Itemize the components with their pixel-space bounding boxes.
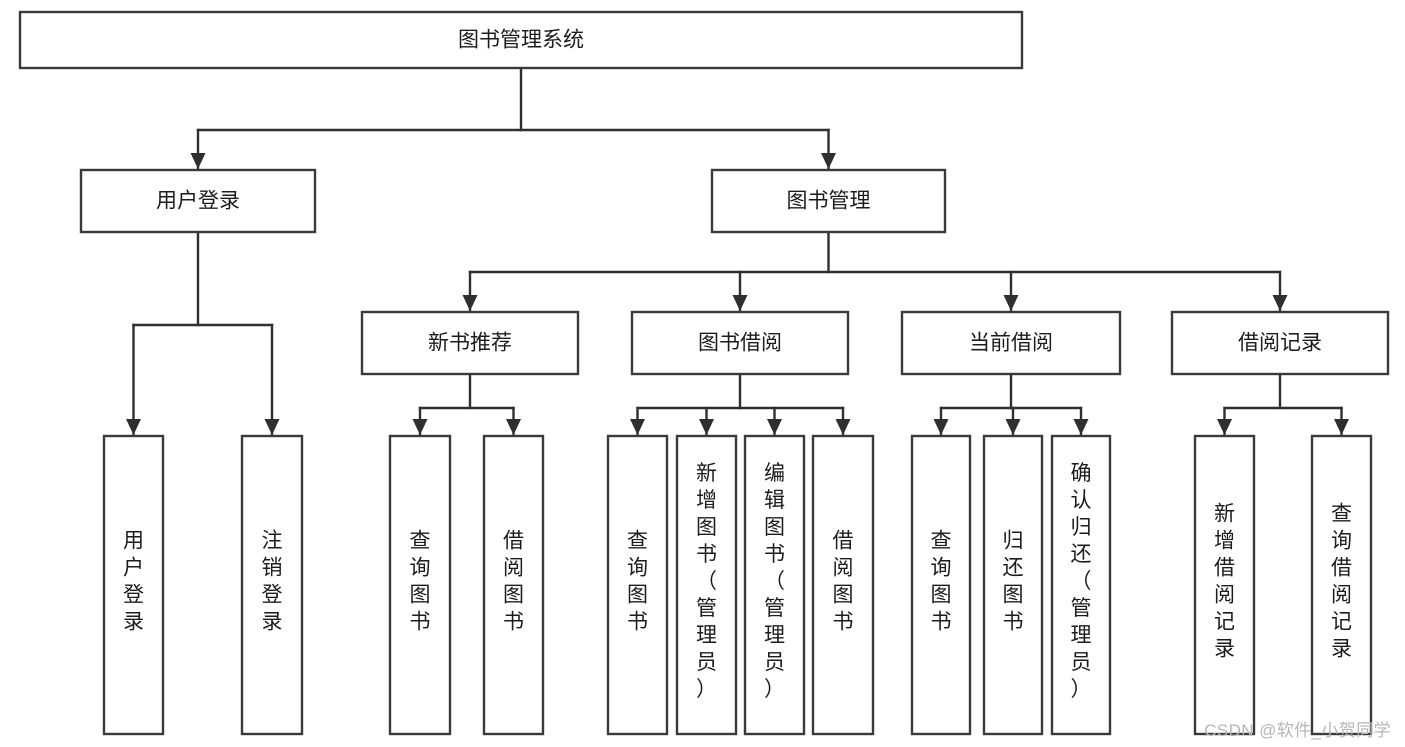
node-leaf-4-label: 查询图书 bbox=[627, 530, 648, 634]
node-level2-0-label: 用户登录 bbox=[156, 190, 240, 213]
node-leaf-5[interactable]: 新增图书（管理员） bbox=[675, 434, 738, 736]
node-leaf-1-label: 注销登录 bbox=[262, 530, 283, 634]
node-leaf-2-box[interactable] bbox=[388, 434, 452, 736]
node-leaf-8-label: 查询图书 bbox=[931, 530, 952, 634]
node-leaf-12[interactable]: 查询借阅记录 bbox=[1310, 434, 1373, 736]
node-leaf-10[interactable]: 确认归还（管理员） bbox=[1050, 434, 1112, 736]
arrow-head-icon bbox=[767, 419, 782, 435]
node-level3-1-label: 图书借阅 bbox=[698, 332, 782, 355]
node-leaf-12-box[interactable] bbox=[1310, 434, 1373, 736]
arrow-head-icon bbox=[1334, 419, 1349, 435]
node-level3-3-box[interactable] bbox=[1170, 310, 1390, 376]
node-root[interactable]: 图书管理系统 bbox=[18, 10, 1024, 70]
arrow-head-icon bbox=[1003, 295, 1019, 311]
node-leaf-2-label: 查询图书 bbox=[410, 530, 431, 634]
node-level2-1-label: 图书管理 bbox=[787, 190, 871, 213]
node-level3-0-box[interactable] bbox=[360, 310, 580, 376]
node-leaf-6-box[interactable] bbox=[743, 434, 806, 736]
arrow-head-icon bbox=[126, 419, 141, 435]
node-leaf-5-box[interactable] bbox=[675, 434, 738, 736]
arrow-head-icon bbox=[190, 153, 206, 169]
node-leaf-1[interactable]: 注销登录 bbox=[240, 434, 304, 736]
node-leaf-8-box[interactable] bbox=[910, 434, 972, 736]
node-level3-2[interactable]: 当前借阅 bbox=[900, 310, 1122, 376]
connector-layer bbox=[126, 66, 1349, 437]
node-leaf-9-label: 归还图书 bbox=[1003, 530, 1024, 634]
node-level3-0[interactable]: 新书推荐 bbox=[360, 310, 580, 376]
node-leaf-7-label: 借阅图书 bbox=[833, 530, 854, 634]
arrow-head-icon bbox=[933, 419, 949, 435]
node-leaf-7[interactable]: 借阅图书 bbox=[811, 434, 875, 736]
watermark-text: CSDN @软件_小贺同学 bbox=[1204, 721, 1391, 740]
node-leaf-4[interactable]: 查询图书 bbox=[606, 434, 669, 736]
node-leaf-9-box[interactable] bbox=[982, 434, 1044, 736]
node-leaf-5-label: 新增图书（管理员） bbox=[696, 462, 717, 701]
node-leaf-4-box[interactable] bbox=[606, 434, 669, 736]
node-level3-1[interactable]: 图书借阅 bbox=[630, 310, 850, 376]
arrow-head-icon bbox=[462, 295, 478, 311]
node-leaf-0[interactable]: 用户登录 bbox=[102, 434, 165, 736]
arrow-head-icon bbox=[412, 419, 428, 435]
node-leaf-11[interactable]: 新增借阅记录 bbox=[1193, 434, 1256, 736]
node-leaf-10-box[interactable] bbox=[1050, 434, 1112, 736]
node-level2-1-box[interactable] bbox=[710, 168, 947, 234]
node-level3-3[interactable]: 借阅记录 bbox=[1170, 310, 1390, 376]
node-leaf-3[interactable]: 借阅图书 bbox=[482, 434, 545, 736]
node-leaf-7-box[interactable] bbox=[811, 434, 875, 736]
node-leaf-12-label: 查询借阅记录 bbox=[1331, 503, 1352, 661]
node-level2-0[interactable]: 用户登录 bbox=[79, 168, 317, 234]
node-leaf-8[interactable]: 查询图书 bbox=[910, 434, 972, 736]
arrow-head-icon bbox=[506, 419, 521, 435]
node-level3-1-box[interactable] bbox=[630, 310, 850, 376]
node-leaf-3-label: 借阅图书 bbox=[503, 530, 524, 634]
arrow-head-icon bbox=[1272, 295, 1288, 311]
arrow-head-icon bbox=[1217, 419, 1232, 435]
node-level3-2-label: 当前借阅 bbox=[969, 332, 1053, 355]
node-leaf-0-box[interactable] bbox=[102, 434, 165, 736]
node-root-box[interactable] bbox=[18, 10, 1024, 70]
arrow-head-icon bbox=[821, 153, 836, 169]
arrow-head-icon bbox=[835, 419, 851, 435]
node-leaf-3-box[interactable] bbox=[482, 434, 545, 736]
node-leaf-11-label: 新增借阅记录 bbox=[1214, 503, 1235, 661]
node-root-label: 图书管理系统 bbox=[458, 29, 584, 52]
arrow-head-icon bbox=[630, 419, 645, 435]
node-leaf-6-label: 编辑图书（管理员） bbox=[764, 462, 785, 701]
arrow-head-icon bbox=[1073, 419, 1089, 435]
node-level3-2-box[interactable] bbox=[900, 310, 1122, 376]
node-leaf-9[interactable]: 归还图书 bbox=[982, 434, 1044, 736]
node-level2-1[interactable]: 图书管理 bbox=[710, 168, 947, 234]
node-level3-0-label: 新书推荐 bbox=[428, 332, 512, 355]
node-leaf-10-label: 确认归还（管理员） bbox=[1071, 462, 1092, 701]
node-leaf-6[interactable]: 编辑图书（管理员） bbox=[743, 434, 806, 736]
node-level3-3-label: 借阅记录 bbox=[1238, 332, 1322, 355]
node-layer: 图书管理系统用户登录图书管理新书推荐图书借阅当前借阅借阅记录用户登录注销登录查询… bbox=[18, 10, 1390, 736]
arrow-head-icon bbox=[732, 295, 748, 311]
arrow-head-icon bbox=[1005, 419, 1021, 435]
node-leaf-1-box[interactable] bbox=[240, 434, 304, 736]
node-leaf-0-label: 用户登录 bbox=[123, 530, 144, 634]
node-leaf-2[interactable]: 查询图书 bbox=[388, 434, 452, 736]
arrow-head-icon bbox=[264, 419, 280, 435]
arrow-head-icon bbox=[699, 419, 714, 435]
node-level2-0-box[interactable] bbox=[79, 168, 317, 234]
node-leaf-11-box[interactable] bbox=[1193, 434, 1256, 736]
